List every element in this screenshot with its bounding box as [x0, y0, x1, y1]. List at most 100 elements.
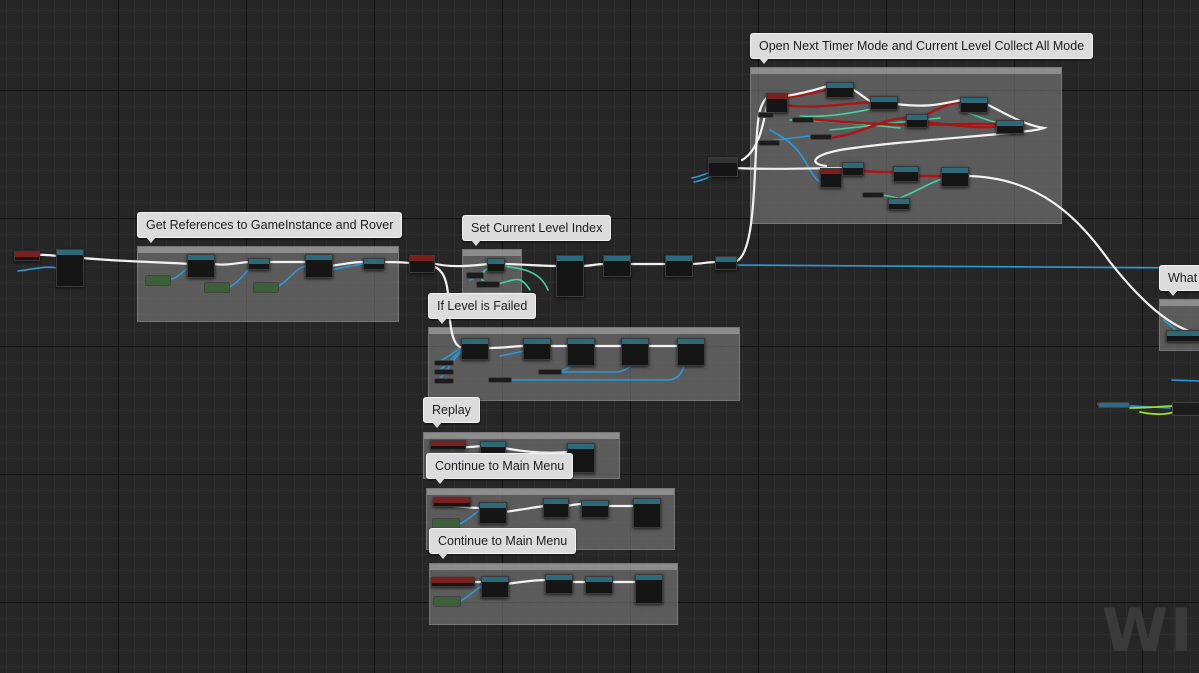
data-wire-red	[774, 100, 874, 108]
blueprint-node[interactable]	[960, 97, 988, 113]
comment-box-header	[429, 328, 739, 334]
comment-box-header	[138, 247, 398, 253]
event-node[interactable]	[14, 251, 40, 261]
blueprint-node[interactable]	[996, 120, 1024, 134]
blueprint-node[interactable]	[635, 574, 663, 604]
blueprint-node[interactable]	[603, 255, 631, 277]
blueprint-node[interactable]	[487, 258, 505, 272]
exec-wire	[784, 84, 830, 98]
comment-box-header	[1160, 300, 1199, 306]
blueprint-node[interactable]	[677, 338, 705, 366]
variable-node[interactable]	[434, 378, 454, 384]
exec-wire	[688, 260, 718, 266]
comment-bubble[interactable]: Continue to Main Menu	[429, 528, 577, 559]
branch-node[interactable]	[409, 255, 435, 273]
comment-box-header	[424, 433, 619, 439]
blueprint-node[interactable]	[633, 498, 661, 528]
comment-bubble[interactable]: If Level is Failed	[428, 293, 537, 324]
variable-node[interactable]	[758, 140, 780, 146]
data-wire	[17, 266, 59, 272]
comment-bubble[interactable]: Set Current Level Index	[462, 215, 612, 246]
blueprint-node[interactable]	[248, 258, 270, 270]
variable-node[interactable]	[792, 117, 814, 123]
exec-wire	[430, 264, 464, 350]
blueprint-node[interactable]	[545, 574, 573, 594]
variable-node[interactable]	[466, 272, 484, 279]
variable-node[interactable]	[145, 275, 171, 286]
comment-box-header	[463, 250, 521, 256]
blueprint-node[interactable]	[888, 198, 910, 210]
exec-wire	[962, 174, 1199, 336]
data-wire-red	[828, 116, 910, 140]
comment-box-open-next-timer[interactable]	[750, 67, 1062, 224]
blueprint-node[interactable]	[906, 114, 928, 128]
data-wire	[509, 361, 685, 381]
comment-bubble[interactable]: Open Next Timer Mode and Current Level C…	[750, 33, 1094, 64]
event-node[interactable]	[430, 440, 466, 450]
blueprint-node[interactable]	[56, 249, 84, 287]
blueprint-node[interactable]	[581, 500, 609, 518]
exec-wire	[210, 260, 252, 266]
blueprint-node[interactable]	[715, 256, 737, 270]
blueprint-node[interactable]	[1166, 330, 1199, 342]
variable-node[interactable]	[204, 282, 230, 293]
switch-node[interactable]	[820, 168, 842, 188]
data-wire	[275, 265, 307, 289]
blueprint-node[interactable]	[870, 96, 898, 110]
comment-box-header	[430, 564, 677, 570]
exec-wire	[380, 260, 412, 265]
blueprint-node[interactable]	[187, 254, 215, 278]
exec-wire	[894, 98, 964, 107]
switch-node[interactable]	[766, 93, 788, 113]
exec-wire	[500, 262, 560, 268]
variable-node[interactable]	[433, 596, 461, 607]
data-wire-red	[918, 120, 1002, 129]
blueprint-node[interactable]	[665, 255, 693, 277]
data-wire-teal	[499, 265, 549, 291]
blueprint-node[interactable]	[461, 338, 489, 360]
variable-node[interactable]	[488, 377, 512, 383]
comment-bubble[interactable]: What	[1159, 265, 1199, 296]
blueprint-node[interactable]	[826, 82, 854, 98]
comment-bubble[interactable]: Continue to Main Menu	[426, 453, 574, 484]
exec-wire	[504, 578, 548, 586]
data-wire	[457, 585, 483, 603]
blueprint-node[interactable]	[941, 167, 969, 187]
variable-node[interactable]	[434, 360, 454, 366]
blueprint-node[interactable]	[842, 162, 864, 176]
blueprint-node[interactable]	[585, 576, 613, 594]
exec-wire	[328, 260, 366, 268]
variable-node[interactable]	[1098, 402, 1130, 408]
comment-bubble[interactable]: Replay	[423, 397, 480, 428]
blueprint-node[interactable]	[481, 576, 509, 598]
variable-node[interactable]	[434, 369, 454, 375]
comment-box-what[interactable]	[1159, 299, 1199, 351]
exec-wire	[80, 256, 192, 266]
blueprint-node[interactable]	[708, 157, 738, 177]
comment-box-header	[427, 489, 674, 495]
variable-node[interactable]	[810, 134, 832, 140]
variable-node[interactable]	[1172, 402, 1199, 416]
variable-node[interactable]	[253, 282, 279, 293]
variable-node[interactable]	[758, 112, 774, 118]
variable-node[interactable]	[476, 281, 500, 288]
exec-wire	[502, 446, 570, 454]
comment-box-header	[751, 68, 1061, 74]
blueprint-node[interactable]	[543, 498, 569, 518]
blueprint-node[interactable]	[556, 255, 584, 297]
blueprint-node[interactable]	[523, 338, 551, 360]
event-node[interactable]	[433, 497, 471, 507]
blueprint-node[interactable]	[305, 254, 333, 278]
blueprint-node[interactable]	[479, 502, 507, 524]
blueprint-node[interactable]	[567, 338, 595, 366]
exec-wire	[484, 344, 526, 350]
exec-wire	[430, 261, 490, 268]
blueprint-node[interactable]	[621, 338, 649, 366]
comment-bubble[interactable]: Get References to GameInstance and Rover	[137, 212, 403, 243]
blueprint-node[interactable]	[363, 258, 385, 270]
variable-node[interactable]	[862, 192, 884, 198]
watermark: WID	[1102, 596, 1199, 666]
event-node[interactable]	[431, 577, 475, 587]
blueprint-node[interactable]	[893, 166, 919, 182]
variable-node[interactable]	[538, 369, 562, 375]
